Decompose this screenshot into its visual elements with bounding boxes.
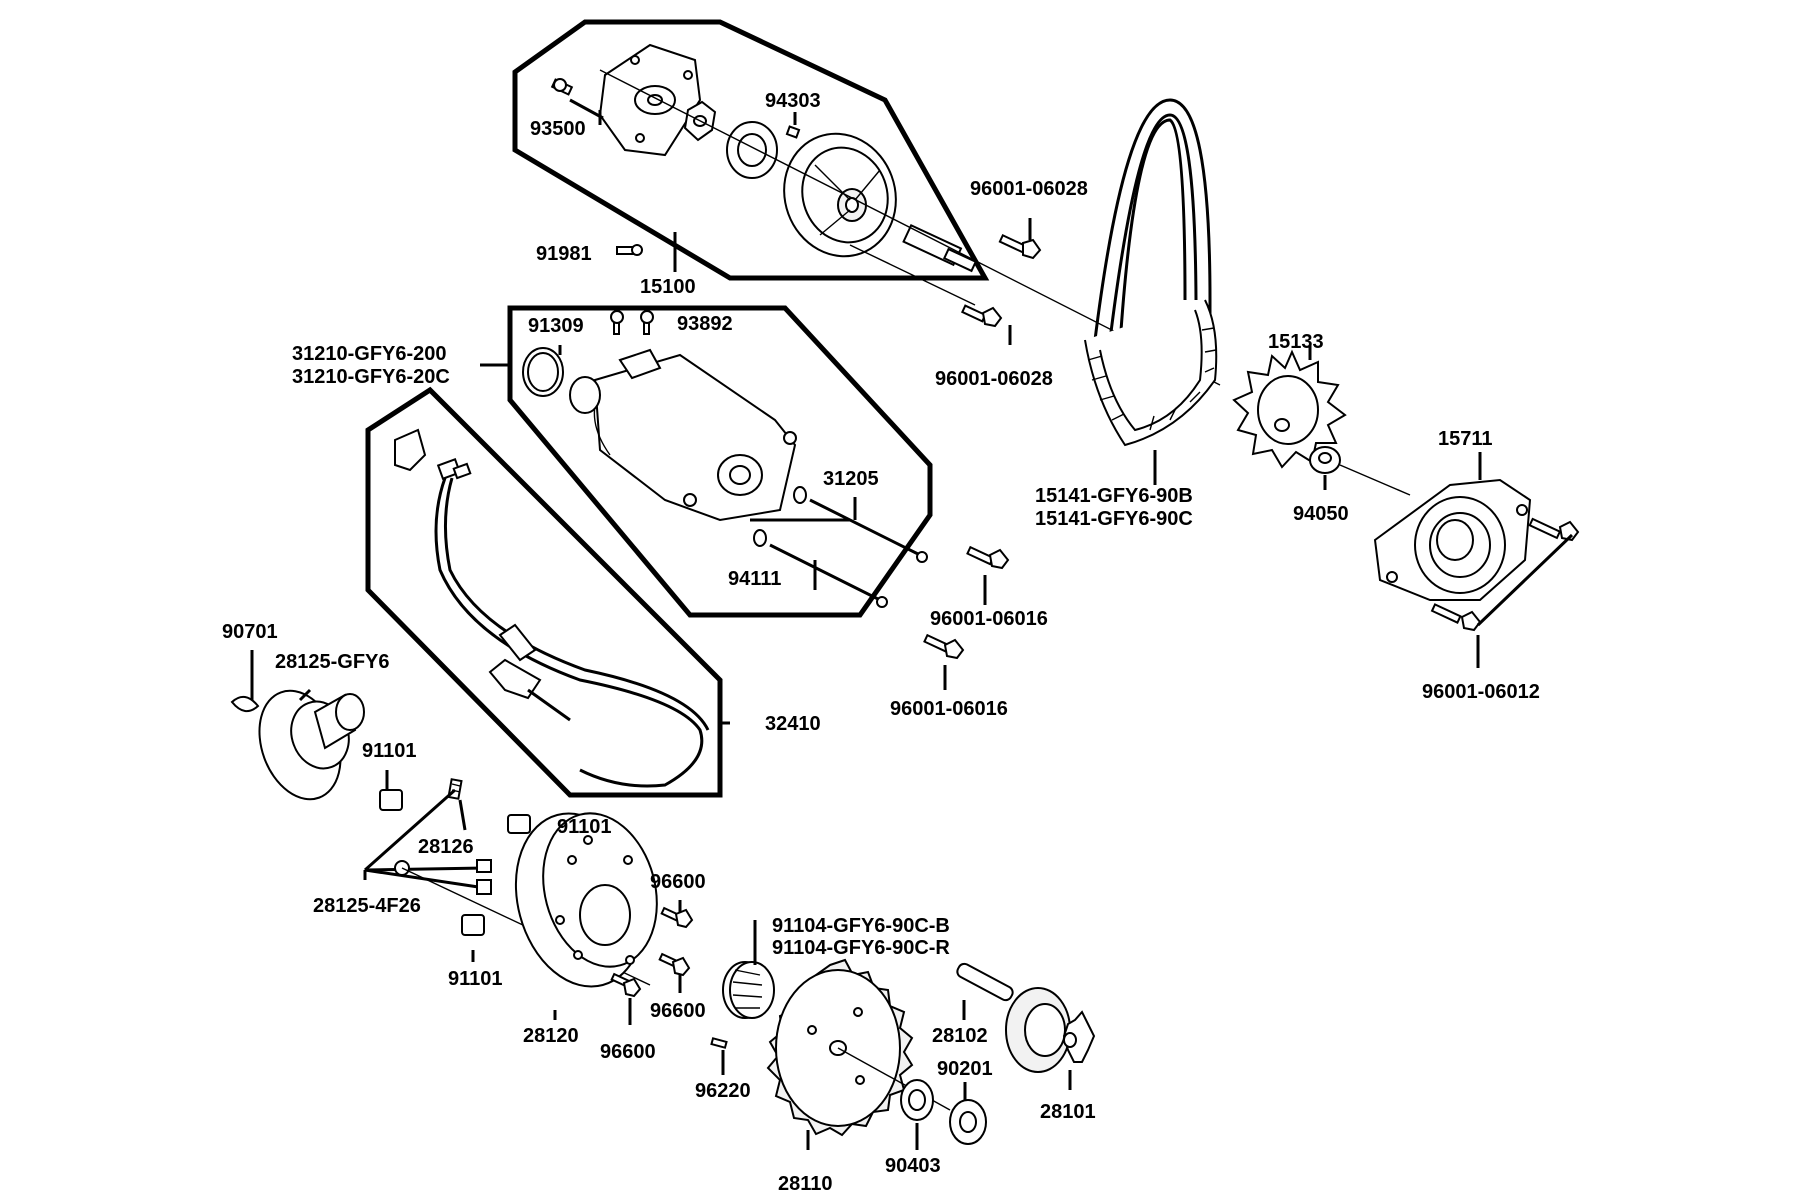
label-96001-06016-upper: 96001-06016 [930,608,1048,630]
label-94303: 94303 [765,90,821,112]
label-94111: 94111 [728,568,781,590]
drive-pulley [783,132,897,258]
bushing-ring [726,121,778,179]
starter-cable [394,428,710,788]
label-91981: 91981 [536,243,592,265]
label-28110: 28110 [778,1173,833,1195]
label-91104-gfy6-90c-r: 91104-GFY6-90C-R [772,937,950,959]
bolt-96600-a [660,906,694,929]
label-28102: 28102 [932,1025,988,1047]
group-outline-15100 [512,19,990,281]
label-96600-a: 96600 [650,871,706,893]
key-96220 [710,1037,728,1049]
label-91309: 91309 [528,315,584,337]
label-96001-06028-upper: 96001-06028 [970,178,1088,200]
label-32410: 32410 [765,713,821,735]
label-94050: 94050 [1293,503,1349,525]
drive-belt-15141 [1084,98,1218,447]
label-91101-b: 91101 [557,816,612,838]
label-28125-gfy6: 28125-GFY6 [275,651,390,673]
axis-line-lower [849,244,976,306]
bolt-93500 [550,78,574,96]
bolts-31205 [769,498,928,608]
label-96001-06016-lower: 96001-06016 [890,698,1008,720]
label-31210-gfy6-20c: 31210-GFY6-20C [292,366,450,388]
axis-line-right [1339,464,1411,496]
leader-96001-06012-bracket [1476,533,1574,627]
label-90201: 90201 [937,1058,993,1080]
label-15141-gfy6-90b: 15141-GFY6-90B [1035,485,1193,507]
driven-gear-28110 [766,958,914,1137]
label-15141-gfy6-90c: 15141-GFY6-90C [1035,508,1193,530]
label-28126: 28126 [418,836,474,858]
label-15133: 15133 [1268,331,1324,353]
oring-91309 [522,347,564,397]
shaft-28102 [956,962,1014,1002]
bolt-96600-c [610,972,642,998]
roller-91101-a [379,789,403,811]
group-outline-32410 [365,386,723,798]
label-90701: 90701 [222,621,278,643]
group-outline-31210 [507,305,933,618]
bolt-96001-06016-lower [923,633,965,660]
label-96600-c: 96600 [600,1041,656,1063]
bolt-96001-06012-lower [1430,603,1482,632]
label-15100: 15100 [640,276,696,298]
label-31205: 31205 [823,468,879,490]
label-15711: 15711 [1438,428,1493,450]
label-93500: 93500 [530,118,586,140]
starter-motor [569,348,797,522]
nut-90201 [949,1099,987,1145]
idler-gear-28101 [1005,987,1096,1073]
drive-shaft [902,223,978,273]
label-91104-gfy6-90c-b: 91104-GFY6-90C-B [772,915,950,937]
label-31210-gfy6-200: 31210-GFY6-200 [292,343,447,365]
label-91101-a: 91101 [362,740,417,762]
roller-91101-b [507,814,531,834]
label-96220: 96220 [695,1080,751,1102]
bolt-96001-06016-upper [966,545,1010,570]
nut-94050 [1309,446,1341,474]
bolt-96001-06012-upper [1528,517,1580,542]
bolt-96600-b [658,952,691,977]
bolt-91981 [616,244,643,256]
label-28125-4f26: 28125-4F26 [313,895,421,917]
label-90403: 90403 [885,1155,941,1177]
screws-93892 [610,310,654,335]
label-91101-c: 91101 [448,968,503,990]
label-28101: 28101 [1040,1101,1096,1123]
needle-bearing-91104 [722,961,775,1019]
bolt-96001-06028-lower [961,304,1003,328]
roller-91101-c [461,914,485,936]
washer-90403 [900,1079,934,1121]
key-94303 [785,125,801,139]
drive-face-plate [598,43,702,157]
key-90701 [230,695,260,713]
flywheel-28120 [514,812,658,988]
bolt-96001-06028-upper [998,233,1042,260]
sprocket-15133 [1232,349,1347,469]
label-96001-06028-lower: 96001-06028 [935,368,1053,390]
washers-94111 [753,486,807,547]
hub-28125-gfy6 [258,689,365,801]
label-96001-06012: 96001-06012 [1422,681,1540,703]
cover-plate-15711 [1373,478,1532,601]
leader-lines [250,98,1482,1150]
part-labels: 93500 94303 96001-06028 91981 15100 9130… [222,90,1540,1195]
label-28120: 28120 [523,1025,579,1047]
label-93892: 93892 [677,313,733,335]
label-96600-b: 96600 [650,1000,706,1022]
